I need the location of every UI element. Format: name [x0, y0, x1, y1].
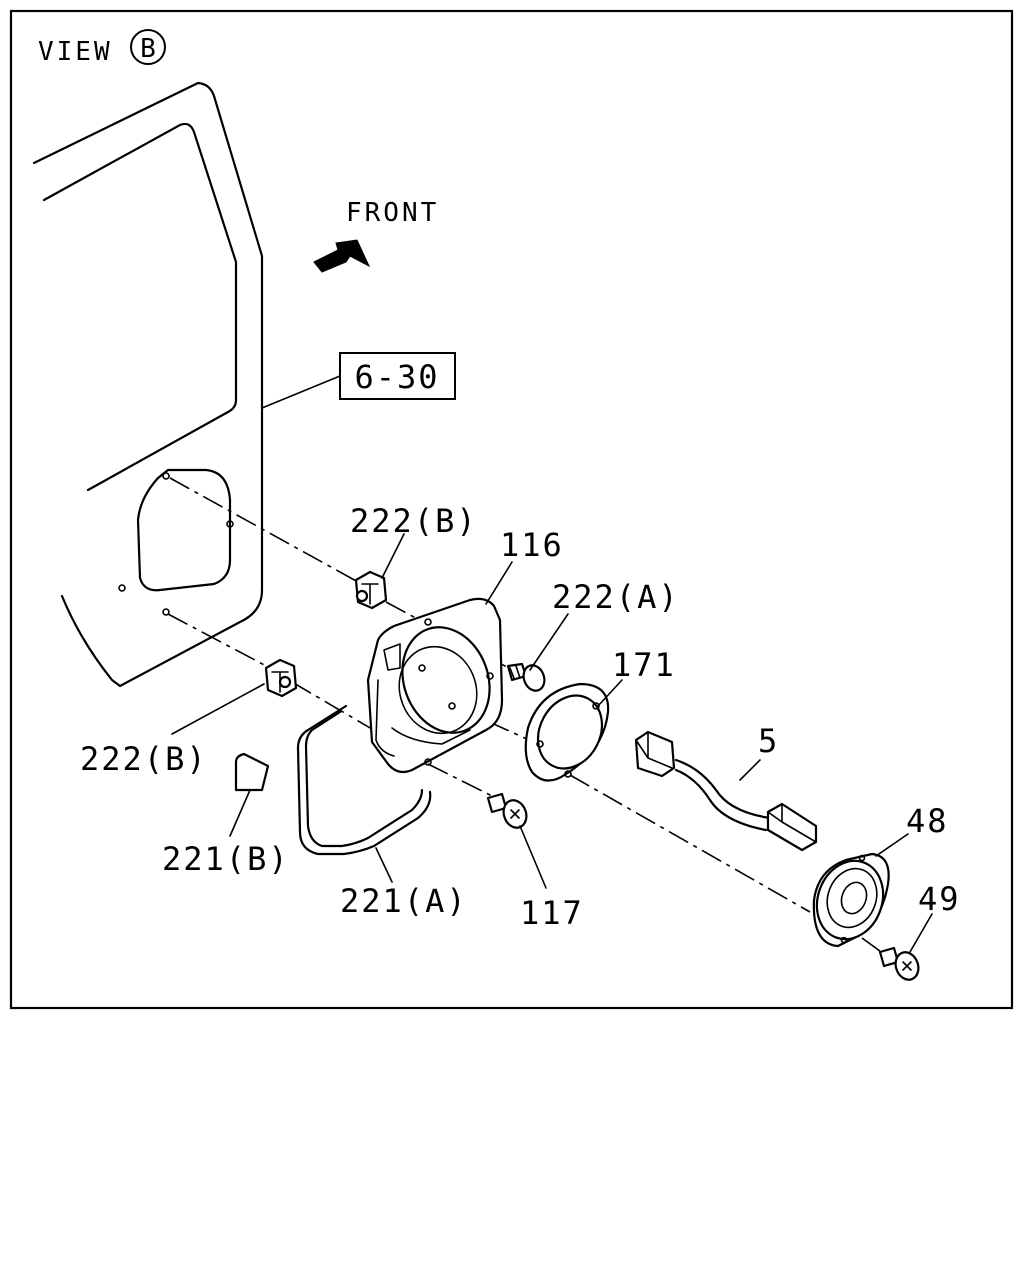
front-label: FRONT [346, 198, 439, 228]
seal-221a [296, 704, 432, 856]
callout-221a: 221(A) [340, 882, 468, 920]
callouts: 222(B) 116 222(A) 171 5 222(B) 221(B) 48… [80, 502, 961, 932]
pad-221b [234, 752, 270, 792]
callout-221b: 221(B) [162, 840, 290, 878]
screw-222a [506, 662, 546, 692]
view-letter-circle [130, 29, 166, 65]
callout-116: 116 [500, 526, 564, 564]
door-panel [32, 81, 264, 688]
view-letter: B [140, 34, 156, 64]
speaker-bracket-116 [366, 597, 504, 774]
reference-box-label: 6-30 [354, 358, 439, 396]
view-prefix: VIEW [38, 37, 113, 67]
callout-222b-top: 222(B) [350, 502, 478, 540]
callout-222a: 222(A) [552, 578, 680, 616]
front-arrow-icon [313, 239, 371, 273]
gasket-171 [524, 682, 610, 782]
callout-49: 49 [918, 880, 961, 918]
reference-box [339, 352, 456, 400]
screw-117 [486, 792, 528, 829]
callout-171: 171 [612, 646, 676, 684]
callout-5: 5 [758, 722, 779, 760]
wire-harness-5 [634, 730, 818, 852]
clip-222b-upper [354, 570, 388, 610]
callout-48: 48 [906, 802, 949, 840]
speaker-48 [812, 852, 890, 948]
reference-6-30: 6-30 [261, 352, 456, 409]
clip-222b-lower [264, 658, 298, 698]
callout-222b-left: 222(B) [80, 740, 208, 778]
callout-117: 117 [520, 894, 584, 932]
screw-49 [878, 946, 920, 981]
view-heading: VIEW B [38, 29, 166, 67]
leader-lines [171, 533, 933, 953]
diagram-frame [9, 9, 1014, 1010]
